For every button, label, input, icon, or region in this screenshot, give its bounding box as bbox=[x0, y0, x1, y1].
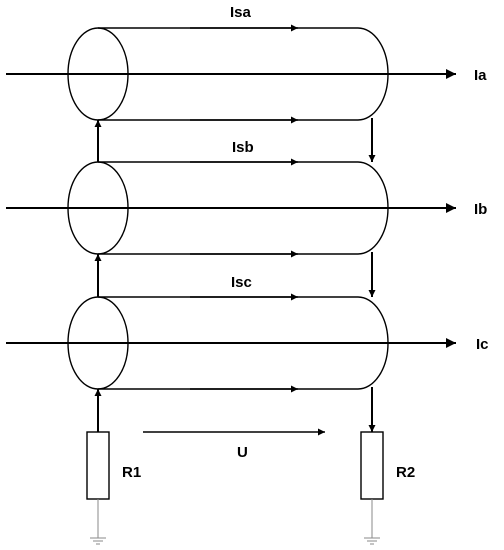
cable-b bbox=[6, 158, 456, 258]
sheath-current-label-c: Isc bbox=[231, 274, 252, 291]
ground-symbol-right bbox=[364, 499, 380, 545]
cable-a bbox=[6, 24, 456, 124]
resistor-r2 bbox=[360, 431, 384, 500]
voltage-label: U bbox=[237, 444, 248, 461]
ground-symbol-left bbox=[90, 499, 106, 545]
resistor-r2-label: R2 bbox=[396, 464, 415, 481]
phase-current-label-a: Ia bbox=[474, 67, 487, 84]
phase-current-label-b: Ib bbox=[474, 201, 487, 218]
phase-current-label-c: Ic bbox=[476, 336, 489, 353]
resistor-r1-label: R1 bbox=[122, 464, 141, 481]
sheath-current-label-a: Isa bbox=[230, 4, 252, 21]
cable-c bbox=[6, 293, 456, 393]
sheath-current-label-b: Isb bbox=[232, 139, 254, 156]
resistor-r1 bbox=[86, 431, 110, 500]
